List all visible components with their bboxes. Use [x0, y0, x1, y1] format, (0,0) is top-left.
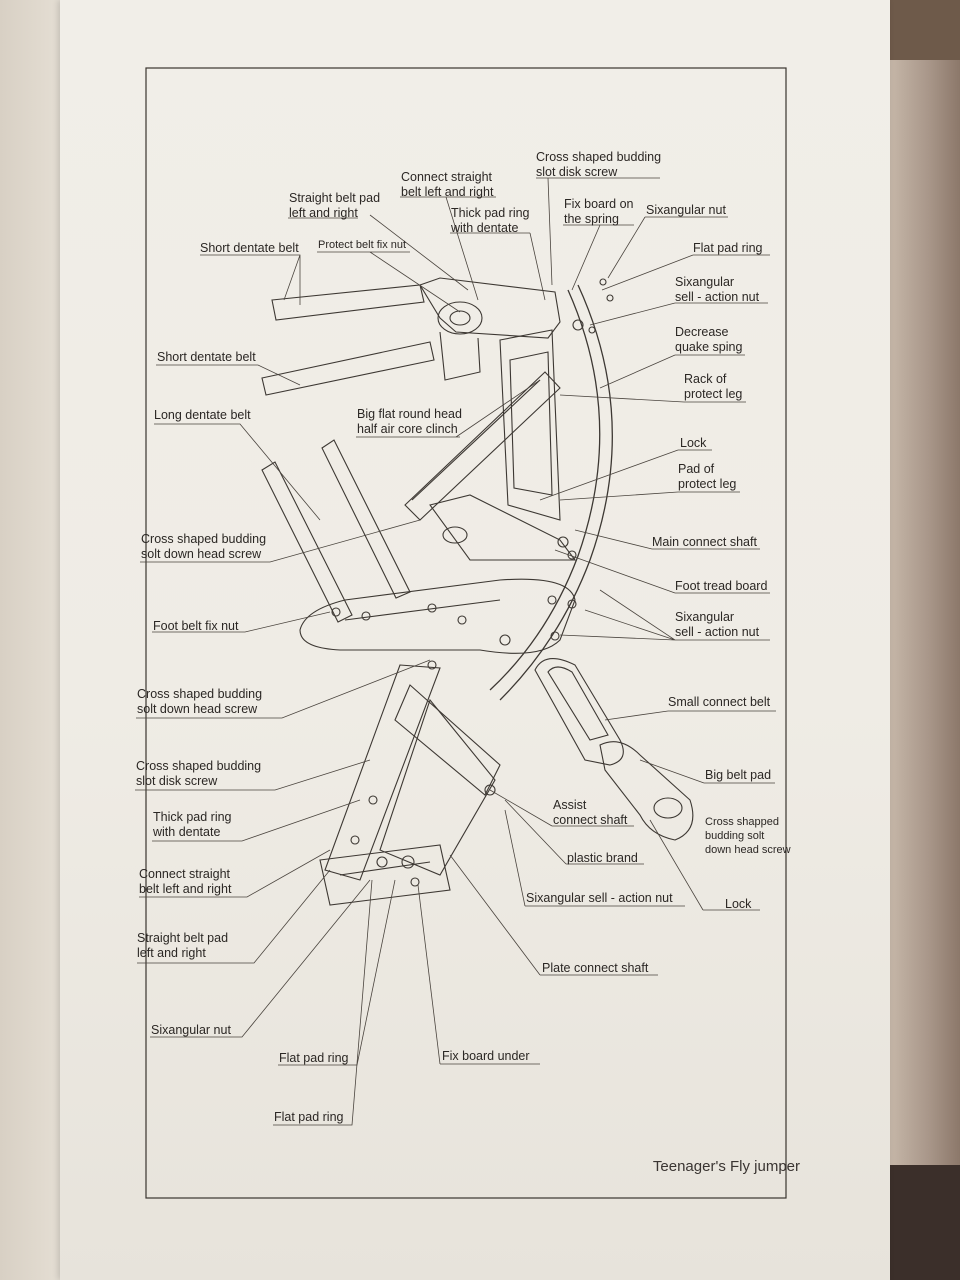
label-flat-pad-ring-top: Flat pad ring: [693, 241, 763, 255]
small-connect-belt: [534, 658, 624, 766]
label-thick-pad-ring-top: Thick pad ring with dentate: [451, 206, 530, 235]
leader-lines: [135, 177, 776, 1126]
short-dentate-belt-mid: [261, 341, 435, 396]
foot-bottom-plate: [319, 844, 451, 906]
label-straight-belt-pad-bottom: Straight belt pad left and right: [137, 931, 229, 960]
main-connect-block: [429, 494, 577, 561]
label-short-dentate-belt-1: Short dentate belt: [200, 241, 299, 255]
page-border: [145, 67, 787, 1199]
label-assist-connect-shaft: Assist connect shaft: [553, 798, 628, 827]
protect-leg-rack: [499, 329, 561, 521]
label-protect-belt-fix-nut: Protect belt fix nut: [318, 239, 407, 251]
label-big-belt-pad: Big belt pad: [705, 768, 772, 782]
label-sixangular-sell-top: Sixangular sell - action nut: [675, 275, 760, 304]
label-cross-shaped-solt-down-2: Cross shaped budding solt down head scre…: [137, 687, 263, 716]
label-sixangular-sell-mid: Sixangular sell - action nut: [675, 610, 760, 639]
label-connect-straight-top: Connect straight belt left and right: [401, 170, 494, 199]
label-sixangular-sell-bottom: Sixangular sell - action nut: [526, 891, 673, 905]
knee-bracket: [419, 277, 561, 339]
label-long-dentate-belt: Long dentate belt: [154, 408, 251, 422]
big-belt-pad: [599, 741, 694, 841]
label-pad-of-protect-leg: Pad of protect leg: [678, 462, 737, 491]
label-rack-of-protect-leg: Rack of protect leg: [684, 372, 743, 401]
jumper-drawing: [261, 277, 694, 906]
spring-arc: [499, 284, 613, 701]
lower-leg-left: [324, 664, 441, 881]
label-fix-board-under: Fix board under: [442, 1049, 530, 1063]
label-lock-bottom: Lock: [725, 897, 752, 911]
long-dentate-belt-left: [261, 461, 353, 623]
knee-pad: [439, 331, 481, 381]
foot-tread-board: [299, 578, 576, 654]
long-dentate-belt-right: [321, 439, 411, 599]
label-connect-straight-bottom: Connect straight belt left and right: [139, 867, 232, 896]
label-lock-top: Lock: [680, 436, 707, 450]
label-big-flat-round-head: Big flat round head half air core clinch: [357, 407, 462, 436]
label-cross-shapped-budding: Cross shapped budding solt down head scr…: [705, 816, 791, 856]
label-cross-shaped-solt-down-1: Cross shaped budding solt down head scre…: [141, 532, 267, 561]
label-plastic-brand: plastic brand: [567, 851, 638, 865]
label-foot-tread-board: Foot tread board: [675, 579, 768, 593]
label-sixangular-nut-top: Sixangular nut: [646, 203, 726, 217]
label-flat-pad-ring-1: Flat pad ring: [279, 1051, 349, 1065]
plate-connect: [379, 698, 496, 876]
label-small-connect-belt: Small connect belt: [668, 695, 771, 709]
label-cross-shaped-budding-slot-disk-screw-top: Cross shaped budding slot disk screw: [536, 150, 662, 179]
label-foot-belt-fix-nut: Foot belt fix nut: [153, 619, 239, 633]
lower-leg-right: [394, 684, 501, 796]
short-dentate-belt-top: [271, 284, 425, 321]
label-decrease-quake-sping: Decrease quake sping: [675, 325, 743, 354]
label-sixangular-nut-bottom: Sixangular nut: [151, 1023, 231, 1037]
label-flat-pad-ring-2: Flat pad ring: [274, 1110, 344, 1124]
label-cross-shaped-slot-disk-2: Cross shaped budding slot disk screw: [136, 759, 262, 788]
background-right-edge: [880, 60, 960, 1280]
label-short-dentate-belt-2: Short dentate belt: [157, 350, 256, 364]
footer-product-name: Teenager's Fly jumper: [652, 1158, 800, 1175]
label-thick-pad-ring-bottom: Thick pad ring with dentate: [153, 810, 232, 839]
label-straight-belt-pad-top: Straight belt pad left and right: [289, 191, 381, 220]
label-main-connect-shaft: Main connect shaft: [652, 535, 757, 549]
knee-pivot-disc: [437, 301, 483, 335]
upper-leg-strut: [404, 371, 561, 521]
label-plate-connect-shaft: Plate connect shaft: [542, 961, 649, 975]
label-fix-board-on-spring: Fix board on the spring: [564, 197, 634, 226]
